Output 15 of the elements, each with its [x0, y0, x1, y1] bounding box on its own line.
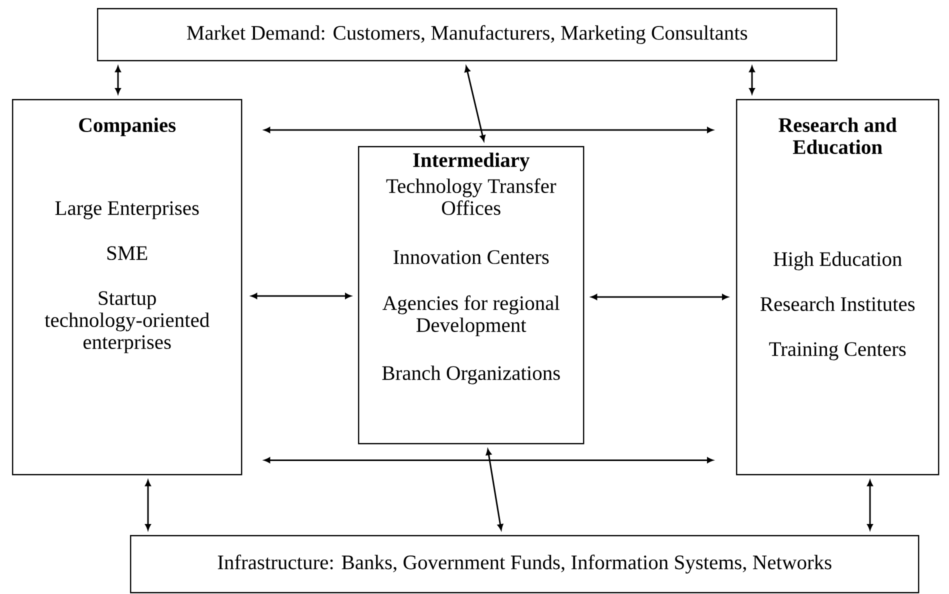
- double-arrow: [115, 66, 121, 94]
- double-arrow: [486, 449, 504, 530]
- double-arrow: [264, 457, 714, 464]
- text-box: Market Demand: Customers, Manufacturers, Marketing Consultants: [97, 8, 838, 62]
- text-box: Infrastructure: Banks, Government Funds, Information Systems, Networks: [130, 535, 920, 594]
- double-arrow: [464, 66, 486, 142]
- text-box: Companies Large Enterprises SME Startup technology-oriented enterprises: [12, 99, 242, 476]
- double-arrow: [145, 480, 151, 530]
- double-arrow: [749, 66, 755, 94]
- double-arrow: [591, 294, 728, 300]
- text-box: Research and Education High Education Research Institutes Training Centers: [736, 99, 940, 476]
- double-arrow: [264, 127, 714, 133]
- double-arrow: [867, 480, 873, 530]
- double-arrow: [251, 293, 352, 299]
- text-box: Intermediary Technology Transfer Offices Innovation Centers Agencies for regional Development Branch Organizations: [358, 146, 584, 444]
